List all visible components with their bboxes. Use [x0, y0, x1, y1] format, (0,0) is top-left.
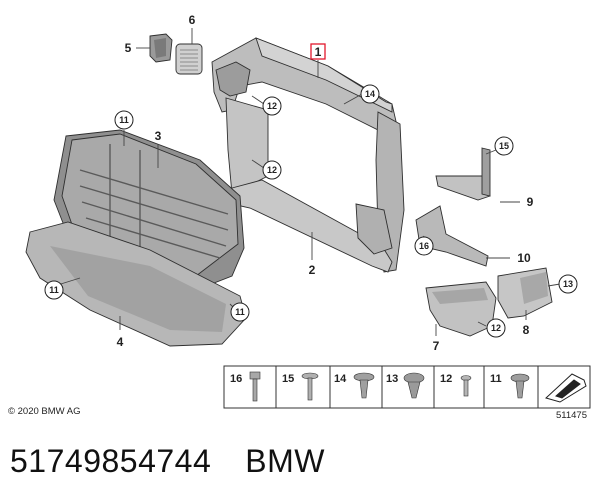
callout-13: 13 — [558, 274, 578, 294]
legend-label-14: 14 — [334, 373, 347, 385]
caption: 51749854744 BMW — [10, 443, 325, 480]
part-4-underbody-panel — [25, 221, 247, 347]
part-2-front-end-carrier-lower — [231, 179, 393, 273]
leader-lines — [47, 28, 561, 336]
legend-label-16: 16 — [230, 373, 242, 385]
rivet-12-icon — [460, 375, 472, 397]
nut-13-icon — [403, 372, 425, 399]
screw-15-icon — [301, 372, 319, 401]
callout-12-duct: 12 — [486, 318, 506, 338]
part-7-air-duct — [425, 281, 497, 337]
part-1-label: 1 — [315, 45, 322, 59]
bolt-16-icon — [249, 371, 261, 402]
fastener-legend: 16 15 14 13 12 11 — [223, 365, 591, 409]
svg-text:12: 12 — [267, 101, 277, 111]
part-9-label: 9 — [527, 195, 534, 209]
callout-15: 15 — [494, 136, 514, 156]
part-5-label: 5 — [125, 41, 132, 55]
legend-label-15: 15 — [282, 373, 294, 385]
callout-11-bottom: 11 — [230, 302, 250, 322]
svg-text:12: 12 — [267, 165, 277, 175]
part-4-label: 4 — [117, 335, 124, 349]
callout-12-upper: 12 — [262, 96, 282, 116]
brand-name: BMW — [245, 443, 325, 479]
svg-text:16: 16 — [419, 241, 429, 251]
svg-text:15: 15 — [499, 141, 509, 151]
part-7-label: 7 — [433, 339, 440, 353]
copyright-notice: © 2020 BMW AG — [8, 406, 81, 417]
part-8-label: 8 — [523, 323, 530, 337]
svg-text:12: 12 — [491, 323, 501, 333]
part-number: 51749854744 — [10, 443, 212, 479]
part-10-label: 10 — [517, 251, 531, 265]
illustration-number: 511475 — [556, 410, 587, 421]
callout-11-left: 11 — [44, 280, 64, 300]
callout-16: 16 — [414, 236, 434, 256]
svg-text:11: 11 — [119, 115, 129, 125]
legend-label-12: 12 — [440, 373, 452, 385]
callout-12-middle: 12 — [262, 160, 282, 180]
arrow-icon — [545, 373, 587, 403]
legend-label-13: 13 — [386, 373, 398, 385]
part-5-seal — [149, 33, 173, 63]
part-10-bracket — [415, 205, 489, 267]
svg-text:11: 11 — [49, 285, 59, 295]
part-6-label: 6 — [189, 13, 196, 27]
svg-text:14: 14 — [365, 89, 375, 99]
part-1-box — [310, 43, 326, 60]
callout-14: 14 — [360, 84, 380, 104]
clip-14-icon — [353, 372, 375, 399]
clip-11-icon — [510, 373, 530, 399]
part-6-vent-grille — [175, 43, 203, 75]
svg-text:13: 13 — [563, 279, 573, 289]
legend-label-11: 11 — [490, 373, 502, 385]
part-2-label: 2 — [309, 263, 316, 277]
part-3-label: 3 — [155, 129, 162, 143]
svg-text:11: 11 — [235, 307, 245, 317]
callout-11-top: 11 — [114, 110, 134, 130]
part-8-air-duct — [497, 267, 553, 319]
part-9-bracket — [435, 147, 491, 201]
